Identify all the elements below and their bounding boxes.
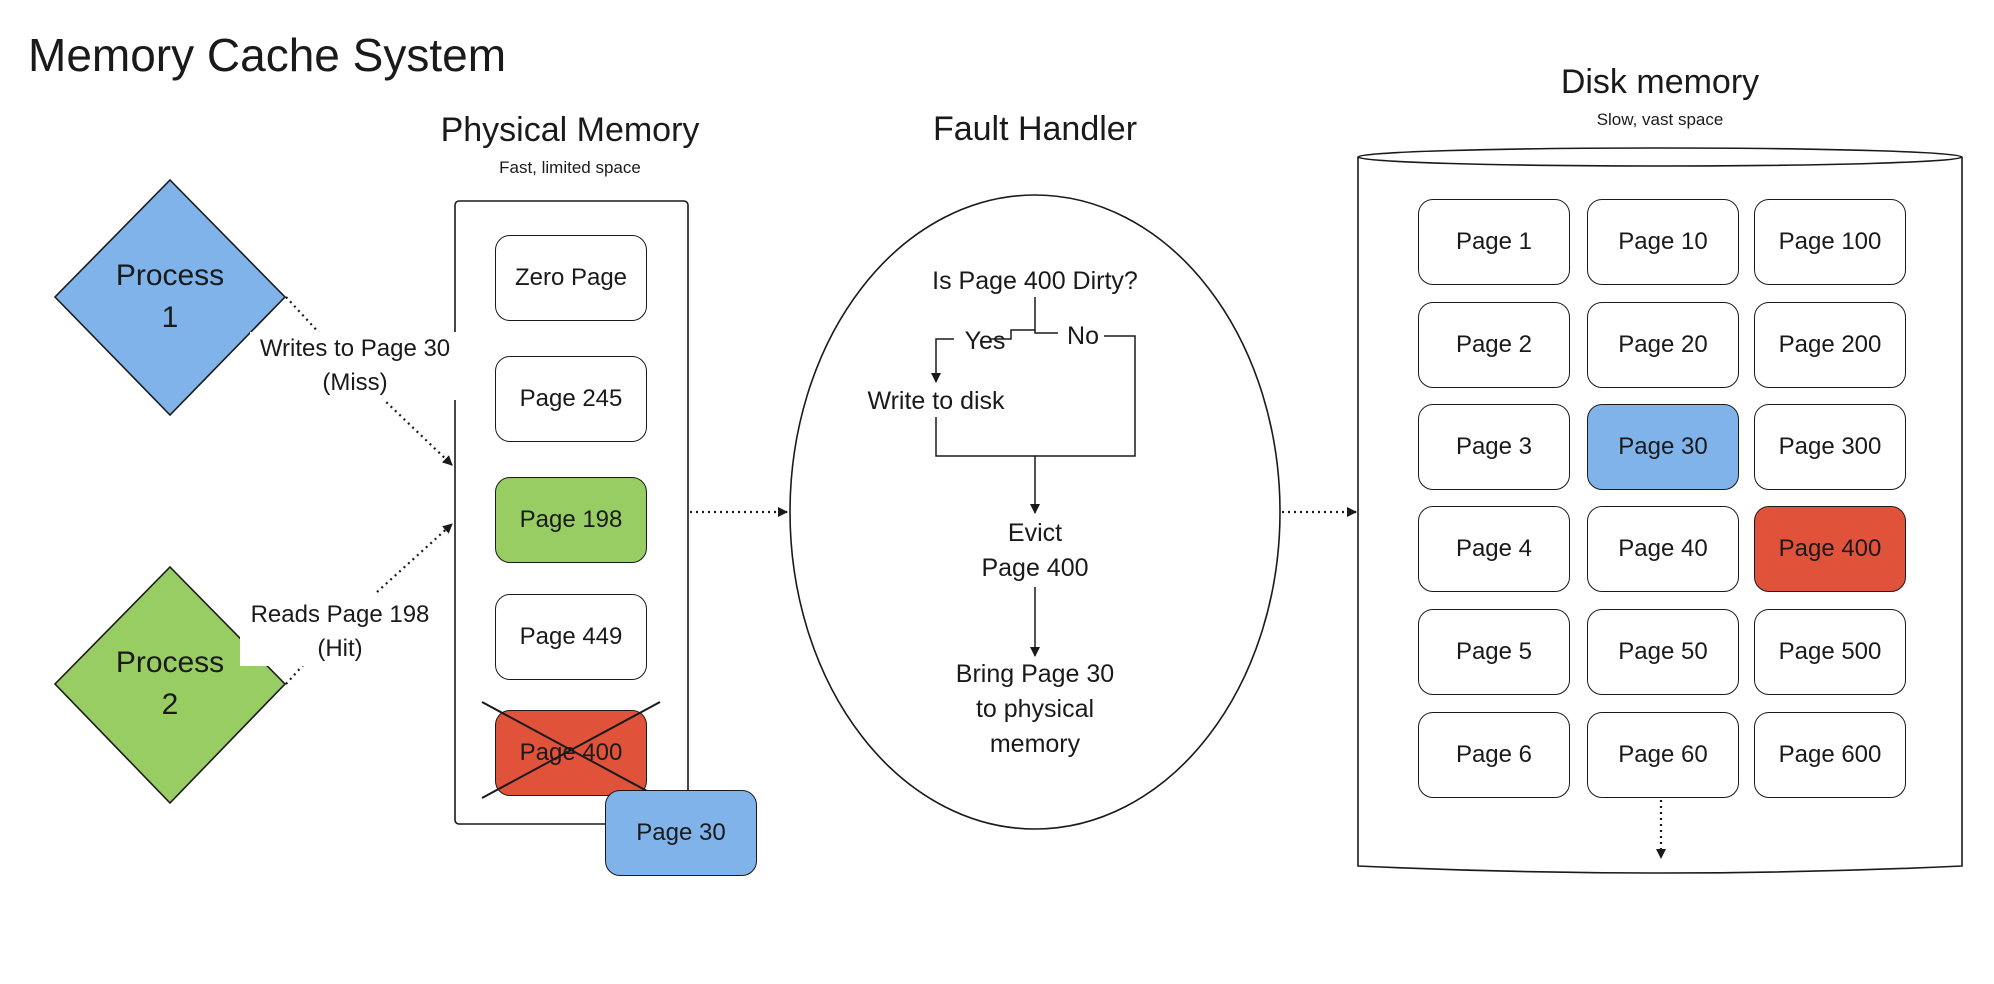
disk-page-5: Page 5 [1418, 609, 1570, 695]
disk-page-1: Page 1 [1418, 199, 1570, 285]
physical-memory-heading: Physical Memory [440, 111, 700, 149]
process-1-label-line2: 1 [161, 301, 179, 334]
process-2-action-line1: Reads Page 198 [250, 601, 430, 628]
yes-label: Yes [964, 327, 1006, 355]
evict-step-line2: Page 400 [981, 554, 1089, 582]
process-1-connector [285, 296, 323, 337]
process-2-arrow [376, 523, 453, 593]
disk-page-600: Page 600 [1754, 712, 1906, 798]
bring-page-step: Bring Page 30 to physical memory [915, 657, 1155, 762]
disk-page-20: Page 20 [1587, 302, 1739, 388]
process-2-label: Process 2 [100, 642, 240, 726]
bring-page-step-line3: memory [989, 730, 1081, 758]
incoming-page-30: Page 30 [605, 790, 757, 876]
memory-page-245: Page 245 [495, 356, 647, 442]
memory-page-zero: Zero Page [495, 235, 647, 321]
disk-page-50: Page 50 [1587, 609, 1739, 695]
disk-memory-subtitle: Slow, vast space [1596, 110, 1724, 129]
disk-cylinder-top [1357, 147, 1963, 167]
no-label: No [1067, 322, 1099, 350]
write-to-disk-step: Write to disk [867, 387, 1005, 415]
disk-page-30: Page 30 [1587, 404, 1739, 490]
disk-page-3: Page 3 [1418, 404, 1570, 490]
memory-page-400-evicted: Page 400 [495, 710, 647, 796]
page-title: Memory Cache System [28, 29, 507, 81]
physical-memory-container [454, 200, 689, 825]
no-branch-line [1034, 330, 1058, 334]
disk-page-400: Page 400 [1754, 506, 1906, 592]
disk-cylinder-body [1357, 157, 1963, 874]
dirty-question: Is Page 400 Dirty? [932, 267, 1138, 295]
disk-page-100: Page 100 [1754, 199, 1906, 285]
disk-page-300: Page 300 [1754, 404, 1906, 490]
process-2-connector [285, 662, 306, 685]
process-1-action-line2: (Miss) [322, 369, 388, 396]
bring-page-step-line2: to physical [975, 695, 1095, 723]
disk-page-10: Page 10 [1587, 199, 1739, 285]
process-1-action-label: Writes to Page 30 (Miss) [250, 332, 460, 400]
yes-branch-arrow [931, 338, 954, 383]
evict-step-line1: Evict [1007, 519, 1063, 547]
process-2-action-label: Reads Page 198 (Hit) [240, 598, 440, 666]
disk-page-500: Page 500 [1754, 609, 1906, 695]
yes-branch-line [991, 297, 1036, 340]
disk-page-60: Page 60 [1587, 712, 1739, 798]
process-2-label-line2: 2 [161, 688, 179, 721]
physical-memory-subtitle: Fast, limited space [499, 158, 641, 177]
process-2-label-line1: Process [115, 646, 225, 679]
process-2-action-line2: (Hit) [317, 635, 363, 662]
evict-step: Evict Page 400 [935, 516, 1135, 586]
memory-page-198: Page 198 [495, 477, 647, 563]
disk-page-40: Page 40 [1587, 506, 1739, 592]
process-1-action-line1: Writes to Page 30 [259, 335, 451, 362]
disk-page-2: Page 2 [1418, 302, 1570, 388]
process-1-arrow [381, 397, 453, 466]
disk-page-4: Page 4 [1418, 506, 1570, 592]
disk-page-6: Page 6 [1418, 712, 1570, 798]
fault-handler-ellipse [789, 194, 1281, 830]
memory-page-449: Page 449 [495, 594, 647, 680]
process-1-label-line1: Process [115, 259, 225, 292]
fault-handler-heading: Fault Handler [932, 110, 1138, 148]
process-1-label: Process 1 [100, 255, 240, 339]
evicted-cross-icon [481, 701, 661, 799]
write-to-evict-line [935, 417, 1040, 514]
disk-page-200: Page 200 [1754, 302, 1906, 388]
no-branch-right [1035, 335, 1136, 457]
process-1-diamond [53, 178, 287, 417]
bring-page-step-line1: Bring Page 30 [955, 660, 1115, 688]
disk-memory-heading: Disk memory [1560, 63, 1760, 101]
